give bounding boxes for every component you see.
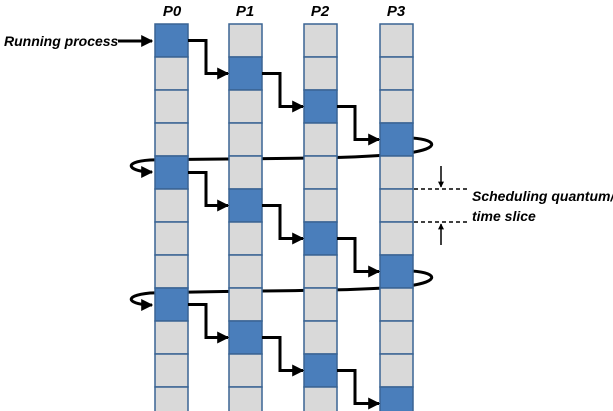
time-slice-idle xyxy=(154,89,189,124)
time-slice-idle xyxy=(303,287,338,322)
quantum-annotation: Scheduling quantum/ time slice xyxy=(414,166,613,245)
time-slice-active xyxy=(228,320,263,355)
time-slice-active xyxy=(154,23,189,58)
time-slice-idle xyxy=(228,89,263,124)
time-slice-idle xyxy=(303,122,338,157)
time-slice-active xyxy=(154,287,189,322)
time-slice-idle xyxy=(154,320,189,355)
time-slice-idle xyxy=(228,386,263,411)
time-slice-idle xyxy=(154,353,189,388)
step-arrow xyxy=(262,204,305,245)
time-slice-active xyxy=(379,122,414,157)
step-arrow xyxy=(188,171,230,212)
time-slice-idle xyxy=(379,56,414,91)
step-arrow xyxy=(188,39,230,80)
time-slice-idle xyxy=(303,188,338,223)
step-arrow xyxy=(337,105,381,146)
running-process-label: Running process xyxy=(4,33,119,49)
time-slice-idle xyxy=(303,386,338,411)
time-slice-active xyxy=(303,221,338,256)
process-columns xyxy=(154,23,414,411)
time-slice-idle xyxy=(379,155,414,190)
time-slice-idle xyxy=(228,254,263,289)
time-slice-idle xyxy=(154,254,189,289)
time-slice-active xyxy=(228,188,263,223)
column-label-p0: P0 xyxy=(163,3,182,20)
column-label-p2: P2 xyxy=(311,3,330,20)
time-slice-idle xyxy=(154,188,189,223)
step-arrow xyxy=(262,72,305,113)
column-label-p3: P3 xyxy=(387,3,406,20)
time-slice-idle xyxy=(379,353,414,388)
time-slice-active xyxy=(228,56,263,91)
step-arrow xyxy=(262,336,305,377)
column-label-p1: P1 xyxy=(236,3,254,20)
time-slice-idle xyxy=(154,56,189,91)
wrap-around-curves xyxy=(129,136,434,311)
time-slice-idle xyxy=(228,23,263,58)
step-arrow xyxy=(188,303,230,344)
time-slice-idle xyxy=(154,386,189,411)
time-slice-idle xyxy=(303,320,338,355)
time-slice-idle xyxy=(228,155,263,190)
time-slice-idle xyxy=(154,221,189,256)
step-arrows xyxy=(188,39,381,410)
time-slice-idle xyxy=(379,89,414,124)
wrap-curve-2 xyxy=(129,269,434,311)
quantum-label-line1: Scheduling quantum/ xyxy=(472,188,613,204)
step-arrow xyxy=(337,369,381,410)
step-arrow xyxy=(337,237,381,278)
time-slice-idle xyxy=(303,155,338,190)
time-slice-active xyxy=(303,353,338,388)
time-slice-idle xyxy=(379,287,414,322)
time-slice-idle xyxy=(228,122,263,157)
time-slice-idle xyxy=(303,254,338,289)
time-slice-idle xyxy=(379,320,414,355)
time-slice-idle xyxy=(379,221,414,256)
wrap-curve-1 xyxy=(129,136,434,178)
time-slice-idle xyxy=(303,56,338,91)
time-slice-idle xyxy=(228,221,263,256)
quantum-label-line2: time slice xyxy=(472,208,536,224)
time-slice-active xyxy=(303,89,338,124)
time-slice-idle xyxy=(379,188,414,223)
time-slice-idle xyxy=(228,353,263,388)
time-slice-idle xyxy=(379,23,414,58)
time-slice-active xyxy=(379,254,414,289)
time-slice-idle xyxy=(154,122,189,157)
time-slice-idle xyxy=(228,287,263,322)
time-slice-idle xyxy=(303,23,338,58)
time-slice-active xyxy=(154,155,189,190)
time-slice-active xyxy=(379,386,414,411)
